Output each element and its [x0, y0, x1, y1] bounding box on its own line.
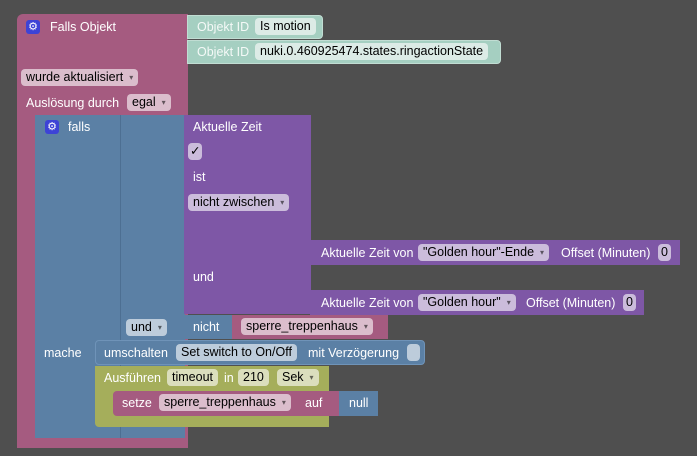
null-block[interactable]: [339, 391, 378, 416]
timeout-name[interactable]: timeout: [167, 369, 218, 386]
trigger-dropdown[interactable]: egal: [127, 94, 171, 111]
null-value: null: [349, 396, 369, 410]
in-label: in: [224, 371, 234, 385]
astro-label-1: Aktuelle Zeit von: [321, 246, 414, 260]
trigger-title: Falls Objekt: [50, 20, 116, 34]
timeout-value[interactable]: 210: [238, 369, 269, 386]
event-dropdown[interactable]: wurde aktualisiert: [21, 69, 139, 86]
delay-checkbox[interactable]: [407, 344, 420, 361]
astro-dropdown-1[interactable]: "Golden hour"-Ende: [418, 244, 550, 261]
time-checkbox[interactable]: ✓: [188, 143, 202, 160]
gear-icon[interactable]: ⚙: [26, 20, 40, 34]
if-label: falls: [68, 120, 91, 134]
to-label: auf: [305, 396, 323, 410]
object-id-value-2[interactable]: nuki.0.460925474.states.ringactionState: [255, 43, 489, 60]
offset-label-2: Offset (Minuten): [526, 296, 616, 310]
not-block[interactable]: [184, 315, 234, 339]
set-label: setze: [122, 396, 152, 410]
compare-dropdown[interactable]: nicht zwischen: [188, 194, 290, 211]
not-label: nicht: [193, 320, 220, 334]
offset-input-1[interactable]: 0: [658, 244, 671, 261]
time-compare-block[interactable]: [184, 115, 311, 314]
do-label: mache: [44, 346, 82, 360]
offset-input-2[interactable]: 0: [623, 294, 636, 311]
trigger-block-footer: [17, 437, 188, 448]
timeout-label: Ausführen: [104, 371, 161, 385]
object-id-label-1: Objekt ID: [197, 20, 250, 34]
object-id-value-1[interactable]: Is motion: [255, 18, 316, 35]
astro-dropdown-2[interactable]: "Golden hour": [418, 294, 516, 311]
object-id-label-2: Objekt ID: [197, 45, 250, 59]
set-variable-dropdown[interactable]: sperre_treppenhaus: [159, 394, 291, 411]
logic-op-dropdown[interactable]: und: [126, 319, 167, 336]
toggle-label: umschalten: [104, 346, 168, 360]
is-label: ist: [193, 170, 206, 184]
toggle-target[interactable]: Set switch to On/Off: [176, 344, 297, 361]
time-title: Aktuelle Zeit: [193, 120, 262, 134]
trigger-label: Auslösung durch: [26, 96, 120, 110]
astro-label-2: Aktuelle Zeit von: [321, 296, 414, 310]
and-label: und: [193, 270, 214, 284]
variable-dropdown[interactable]: sperre_treppenhaus: [241, 318, 373, 335]
delay-label: mit Verzögerung: [308, 346, 400, 360]
gear-icon[interactable]: ⚙: [45, 120, 59, 134]
timeout-unit-dropdown[interactable]: Sek: [277, 369, 319, 386]
offset-label-1: Offset (Minuten): [561, 246, 651, 260]
